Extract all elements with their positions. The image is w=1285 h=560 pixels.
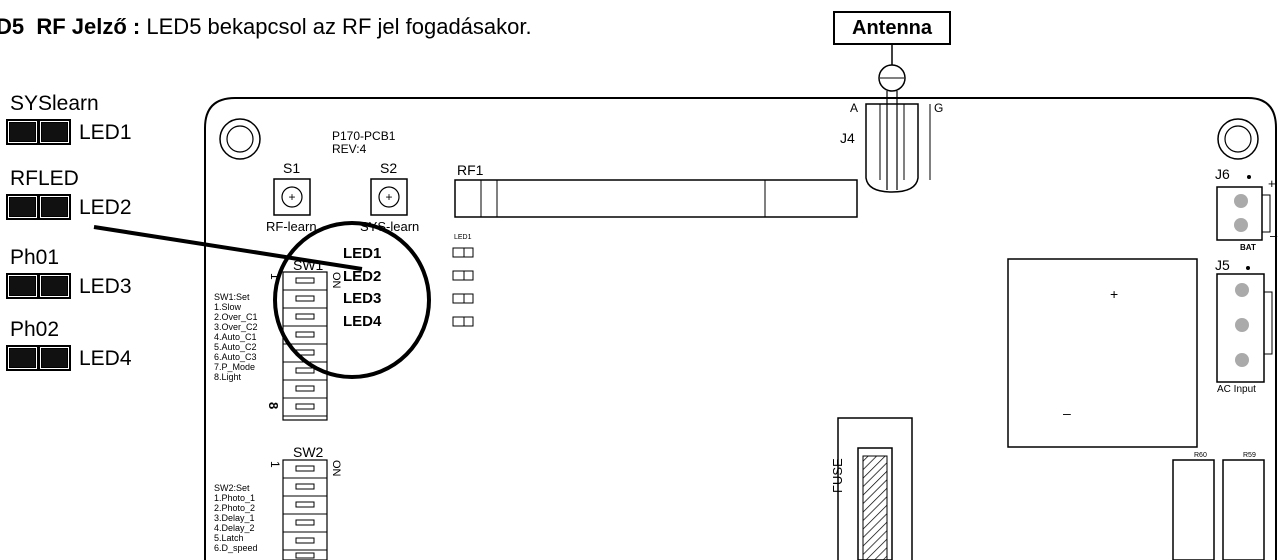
sw2-on: ON — [330, 460, 342, 477]
j6-plus: + — [1268, 176, 1276, 191]
sw1-caption: 4.Auto_C1 — [214, 332, 257, 342]
s1-label: S1 — [283, 160, 301, 176]
pcb-model: P170-PCB1 — [332, 129, 396, 143]
led-indicator-icon — [6, 345, 71, 371]
transformer-block — [1007, 258, 1198, 448]
ac-input-label: AC Input — [1217, 384, 1256, 395]
header-text: LED5 bekapcsol az RF jel fogadásakor. — [146, 14, 532, 39]
circle-led2: LED2 — [343, 268, 382, 285]
sw1-one: 1 — [268, 273, 282, 280]
sw1-caption: 5.Auto_C2 — [214, 342, 257, 352]
header-title: RF Jelző : — [36, 14, 141, 39]
pcb-rev: REV:4 — [332, 142, 367, 156]
led-indicator-icon — [6, 194, 71, 220]
header-prefix: D5 — [0, 14, 25, 39]
j5-label: J5 — [1215, 257, 1230, 273]
transformer-plus: + — [1110, 286, 1119, 302]
sw2-caption-list: SW2:Set 1.Photo_1 2.Photo_2 3.Delay_1 4.… — [214, 483, 258, 553]
legend-title-ph02: Ph02 — [10, 318, 60, 341]
fuse-label: FUSE — [830, 458, 845, 493]
rf1-label: RF1 — [457, 162, 484, 178]
legend-led1: LED1 — [79, 121, 132, 144]
fuse-holder — [837, 417, 913, 560]
led-indicator-icon — [6, 119, 71, 145]
sw2-caption: SW2:Set — [214, 483, 250, 493]
svg-text:+: + — [288, 190, 295, 204]
led-indicator-icon — [6, 273, 71, 299]
r60-label: R60 — [1194, 452, 1207, 459]
sw1-caption: 3.Over_C2 — [214, 322, 258, 332]
sw1-dip-switch — [282, 271, 328, 421]
sw1-caption: 1.Slow — [214, 302, 242, 312]
callout-circle — [273, 221, 431, 379]
s2-button — [370, 178, 408, 216]
r60-resistor — [1172, 459, 1215, 560]
header-line: D5 RF Jelző : LED5 bekapcsol az RF jel f… — [0, 14, 532, 40]
svg-text:+: + — [385, 190, 392, 204]
circle-led4: LED4 — [343, 313, 382, 330]
j6-label: J6 — [1215, 166, 1230, 182]
sw2-caption: 1.Photo_1 — [214, 493, 256, 503]
sw1-caption: 7.P_Mode — [214, 362, 256, 372]
sw2-caption: 5.Latch — [214, 533, 244, 543]
legend-led4: LED4 — [79, 347, 132, 370]
legend-led2: LED2 — [79, 196, 132, 219]
legend-title-rfled: RFLED — [10, 167, 79, 190]
transformer-minus: – — [1063, 405, 1071, 421]
sw2-caption: 2.Photo_2 — [214, 503, 256, 513]
mounting-hole-icon — [219, 118, 261, 160]
r59-label: R59 — [1243, 452, 1256, 459]
sw1-caption: 6.Auto_C3 — [214, 352, 257, 362]
s1-button — [273, 178, 311, 216]
sw1-caption-list: SW1:Set 1.Slow 2.Over_C1 3.Over_C2 4.Aut… — [214, 292, 258, 382]
sw1-on: ON — [330, 272, 342, 289]
led1-tiny-label: LED1 — [454, 234, 472, 241]
sw1-caption: 2.Over_C1 — [214, 312, 258, 322]
j4-pin-g: G — [934, 101, 944, 115]
sw1-caption: SW1:Set — [214, 292, 250, 302]
s2-caption: SYS-learn — [360, 219, 420, 234]
j4-connector — [865, 103, 919, 193]
led-footprints — [452, 247, 474, 327]
legend-title-ph01: Ph01 — [10, 246, 60, 269]
sw2-label: SW2 — [293, 444, 324, 460]
pcb-board-outline — [204, 97, 1277, 560]
sw2-caption: 4.Delay_2 — [214, 523, 255, 533]
sw1-eight: 8 — [266, 402, 281, 410]
sw1-caption: 8.Light — [214, 372, 242, 382]
sw2-caption: 6.D_speed — [214, 543, 258, 553]
bat-label: BAT — [1240, 243, 1256, 252]
j4-label: J4 — [840, 130, 855, 146]
r59-resistor — [1222, 459, 1265, 560]
antenna-label: Antenna — [833, 11, 951, 45]
sw2-dip-switch — [282, 459, 328, 560]
j4-pin-a: A — [850, 101, 859, 115]
mounting-hole-icon — [1217, 118, 1259, 160]
sw2-caption: 3.Delay_1 — [214, 513, 255, 523]
legend-title-syslearn: SYSlearn — [10, 92, 99, 115]
circle-led1: LED1 — [343, 245, 382, 262]
fuse-element — [862, 455, 888, 560]
sw1-label: SW1 — [293, 257, 324, 273]
circle-led3: LED3 — [343, 290, 382, 307]
sw2-one: 1 — [268, 461, 282, 468]
s2-label: S2 — [380, 160, 398, 176]
callout-line — [93, 225, 363, 271]
s1-caption: RF-learn — [266, 219, 317, 234]
rf1-module — [454, 179, 858, 218]
j6-minus: – — [1270, 228, 1278, 243]
legend-led3: LED3 — [79, 275, 132, 298]
